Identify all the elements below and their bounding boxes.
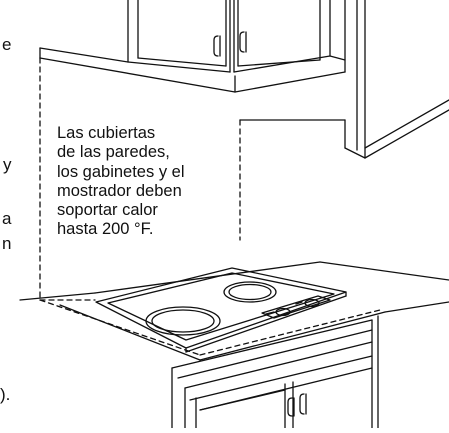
edge-text-fragment: ). [0,385,11,404]
base-cabinet-handle-left [287,397,295,417]
edge-text-fragment: n [2,234,12,253]
caption-line-3: los gabinetes y el [57,162,185,181]
cooktop [95,267,347,353]
base-cabinet-handle-right [299,393,307,415]
caption-line-1: Las cubiertas [57,124,156,142]
upper-cabinet-handle-left [213,35,221,57]
base-cabinet [171,315,379,429]
countertop [19,261,449,361]
edge-text-fragment: y [3,155,12,174]
caption-line-4: mostrador deben [57,181,182,200]
upper-cabinet-right [239,0,449,241]
heat-resistance-caption: Las cubiertas de las paredes, los gabine… [57,124,232,240]
large-burner [145,306,221,336]
upper-cabinet-handle-right [239,31,247,53]
clearance-guide-lines [39,57,381,356]
caption-line-5: soportar calor [57,201,158,220]
small-burner [223,281,277,303]
edge-text-fragment: e [2,35,12,54]
caption-line-2: de las paredes, [57,143,170,162]
control-panel [261,295,331,319]
upper-cabinet-left [39,0,346,93]
caption-line-6: hasta 200 °F. [57,220,154,239]
edge-text-fragment: a [2,209,12,228]
